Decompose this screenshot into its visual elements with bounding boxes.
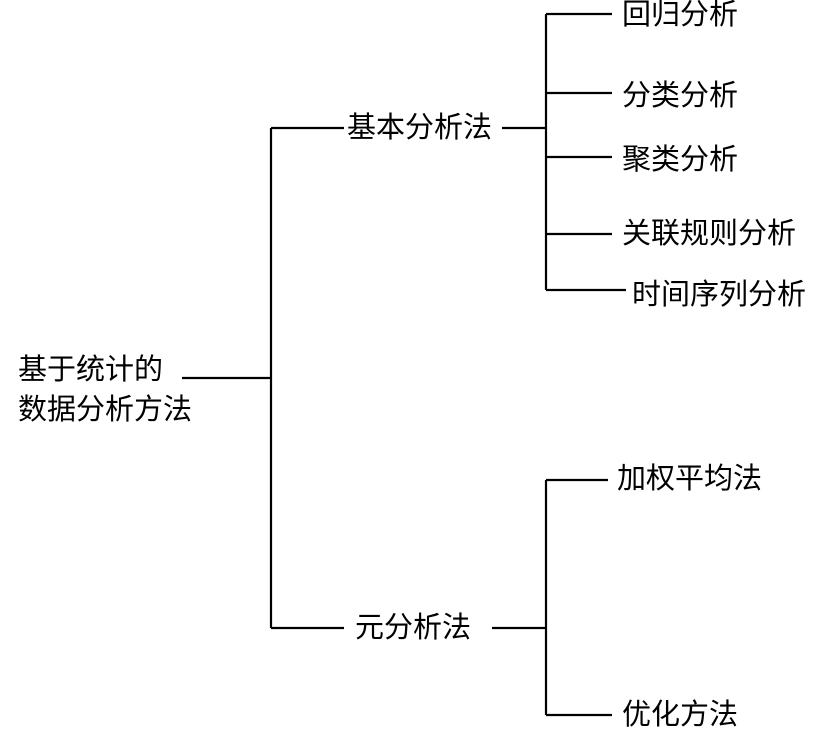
regression-analysis-node: 回归分析 [622, 0, 739, 31]
root-label-line-2: 数据分析方法 [18, 392, 193, 426]
association-rule-node: 关联规则分析 [622, 216, 797, 250]
classification-analysis-node: 分类分析 [622, 78, 739, 112]
root-label-line-1: 基于统计的 [18, 352, 164, 386]
root-node: 基于统计的 数据分析方法 [18, 349, 192, 429]
clustering-analysis-node: 聚类分析 [622, 142, 739, 176]
weighted-average-node: 加权平均法 [617, 461, 763, 495]
time-series-node: 时间序列分析 [632, 277, 807, 311]
optimization-method-node: 优化方法 [622, 697, 739, 731]
basic-analysis-node: 基本分析法 [347, 110, 493, 144]
meta-analysis-node: 元分析法 [355, 610, 472, 644]
